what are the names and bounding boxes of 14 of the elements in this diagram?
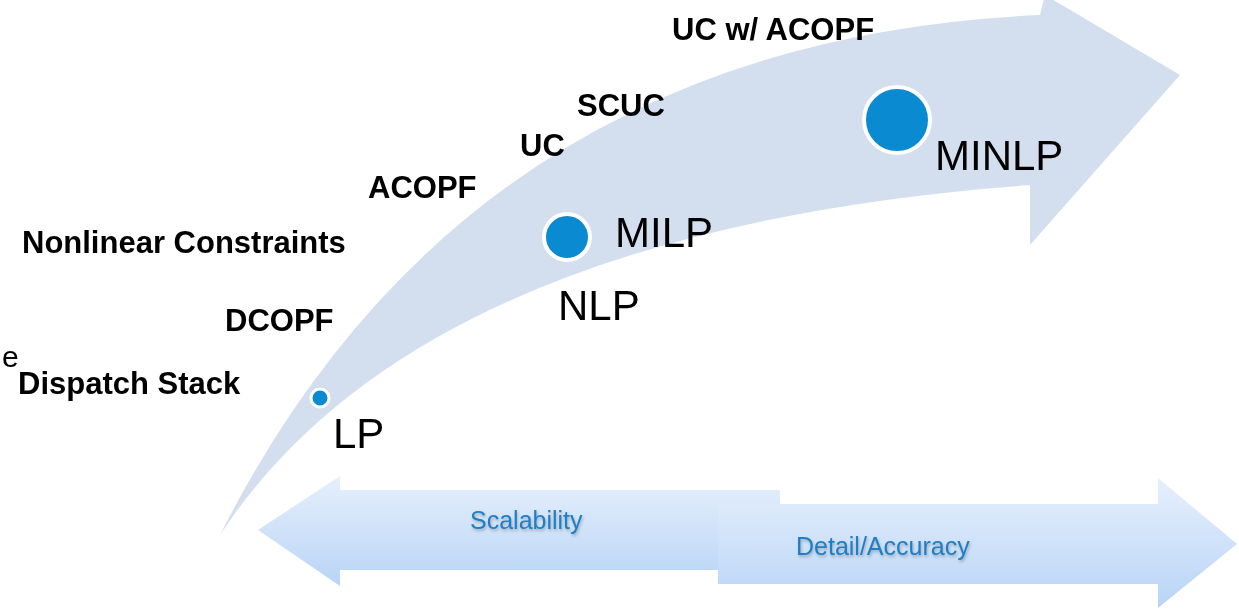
text-fragment: e (2, 342, 19, 372)
method-label: SCUC (577, 90, 665, 121)
method-label: DCOPF (225, 305, 334, 336)
problem-class-label: LP (333, 413, 385, 455)
method-label: UC w/ ACOPF (672, 14, 875, 45)
problem-class-label: NLP (558, 285, 640, 327)
band-label: Scalability (470, 508, 583, 533)
method-label: ACOPF (368, 172, 477, 203)
problem-class-label: MINLP (935, 135, 1064, 177)
method-label: UC (520, 130, 565, 161)
method-label: Dispatch Stack (18, 368, 241, 399)
method-label: Nonlinear Constraints (22, 227, 346, 258)
band-label: Detail/Accuracy (796, 534, 970, 559)
problem-class-label: MILP (615, 212, 714, 254)
